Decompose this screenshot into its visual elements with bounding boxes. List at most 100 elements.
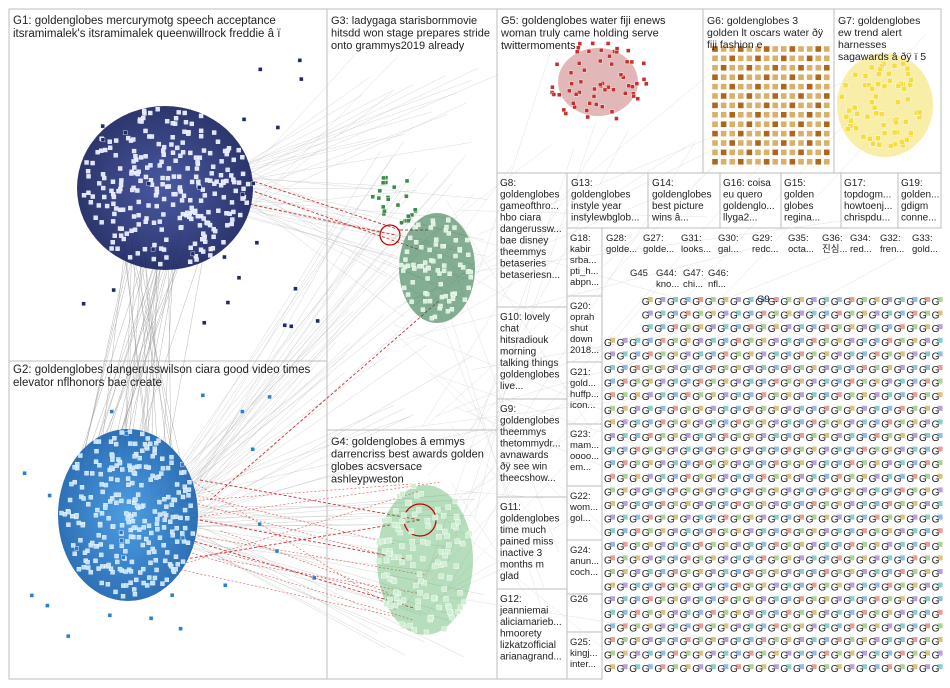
mini-node bbox=[660, 487, 666, 493]
node bbox=[104, 203, 110, 209]
node bbox=[193, 155, 199, 160]
mini-node bbox=[824, 473, 830, 479]
mini-node bbox=[647, 310, 653, 316]
group-label-line: shut bbox=[570, 323, 588, 334]
mini-node bbox=[723, 541, 729, 547]
node bbox=[780, 64, 787, 72]
node bbox=[210, 164, 216, 169]
node bbox=[737, 120, 744, 128]
node bbox=[188, 245, 193, 251]
node bbox=[408, 235, 413, 241]
node bbox=[886, 71, 892, 77]
node bbox=[876, 71, 882, 77]
mini-group-marker: G bbox=[629, 555, 637, 566]
edge bbox=[155, 536, 451, 621]
node bbox=[823, 92, 830, 100]
mini-group-marker: G bbox=[743, 419, 751, 430]
mini-group-marker: G bbox=[629, 487, 637, 498]
mini-group-marker: G bbox=[629, 447, 637, 458]
node bbox=[729, 149, 736, 156]
node bbox=[158, 246, 164, 251]
group-label-line: G21: bbox=[570, 367, 591, 378]
mini-group-marker: G bbox=[856, 651, 864, 662]
mini-group-marker: G bbox=[667, 338, 675, 349]
mini-node bbox=[748, 392, 754, 398]
mini-node bbox=[824, 337, 830, 343]
mini-node bbox=[773, 378, 779, 384]
node bbox=[614, 46, 620, 51]
node bbox=[399, 543, 405, 549]
mini-group-marker: G bbox=[818, 392, 826, 403]
mini-node bbox=[710, 351, 716, 357]
mini-node bbox=[647, 596, 653, 602]
node bbox=[711, 102, 719, 109]
node bbox=[132, 165, 137, 170]
mini-group-marker: G bbox=[743, 610, 751, 621]
mini-group-marker: G bbox=[667, 664, 675, 675]
mini-group-marker: G bbox=[780, 311, 788, 322]
mini-node bbox=[748, 514, 754, 520]
node bbox=[109, 465, 114, 470]
mini-node bbox=[887, 650, 893, 656]
mini-node bbox=[874, 473, 880, 479]
mini-group-marker: G bbox=[818, 569, 826, 580]
mini-group-marker: G bbox=[604, 433, 612, 444]
mini-group-marker: G bbox=[919, 433, 927, 444]
mini-node bbox=[610, 351, 615, 357]
edge bbox=[219, 552, 404, 599]
node bbox=[162, 558, 168, 564]
mini-group-marker: G bbox=[730, 474, 738, 485]
node bbox=[729, 102, 736, 109]
edge bbox=[450, 425, 544, 529]
node bbox=[69, 481, 74, 487]
node bbox=[143, 154, 148, 159]
mini-node bbox=[736, 650, 741, 656]
mini-node bbox=[862, 487, 867, 493]
mini-group-marker: G bbox=[629, 596, 637, 607]
node bbox=[161, 212, 166, 217]
node bbox=[446, 299, 452, 304]
mini-group-marker: G bbox=[717, 542, 725, 553]
mini-group-marker: G bbox=[629, 569, 637, 580]
group-label-line: down bbox=[570, 334, 593, 345]
node bbox=[86, 565, 91, 570]
mini-group-marker: G bbox=[818, 487, 826, 498]
node bbox=[114, 500, 119, 506]
node bbox=[880, 122, 887, 128]
node bbox=[123, 583, 129, 588]
node bbox=[449, 307, 455, 312]
mini-node bbox=[799, 351, 804, 357]
group-label-line: howtoenj... bbox=[844, 201, 892, 212]
mini-node bbox=[610, 555, 615, 561]
node bbox=[815, 55, 822, 62]
mini-node bbox=[710, 650, 716, 656]
node bbox=[119, 178, 124, 183]
mini-group-marker: G bbox=[717, 474, 725, 485]
group-label-line: conne... bbox=[901, 213, 937, 224]
mini-group-marker: G bbox=[617, 379, 625, 390]
mini-group-marker: G bbox=[692, 379, 700, 390]
mini-group-marker: G bbox=[604, 515, 612, 526]
mini-group-marker: G bbox=[831, 623, 839, 634]
node bbox=[180, 531, 185, 536]
group-label-g47: G47:chi... bbox=[683, 268, 704, 290]
mini-group-marker: G bbox=[743, 311, 751, 322]
node bbox=[577, 41, 583, 46]
group-label-line: hitsradiouk bbox=[500, 335, 549, 346]
mini-group-marker: G bbox=[831, 419, 839, 430]
node bbox=[413, 582, 419, 589]
mini-node bbox=[736, 473, 741, 479]
mini-group-marker: G bbox=[831, 542, 839, 553]
mini-group-marker: G bbox=[629, 392, 637, 403]
node bbox=[140, 431, 145, 437]
edge bbox=[158, 356, 472, 539]
node bbox=[129, 171, 134, 176]
mini-node bbox=[660, 596, 666, 602]
node bbox=[213, 228, 218, 234]
node bbox=[592, 86, 597, 92]
node bbox=[876, 142, 882, 148]
node bbox=[119, 430, 124, 435]
node bbox=[81, 564, 86, 570]
mini-group-marker: G bbox=[831, 528, 839, 539]
